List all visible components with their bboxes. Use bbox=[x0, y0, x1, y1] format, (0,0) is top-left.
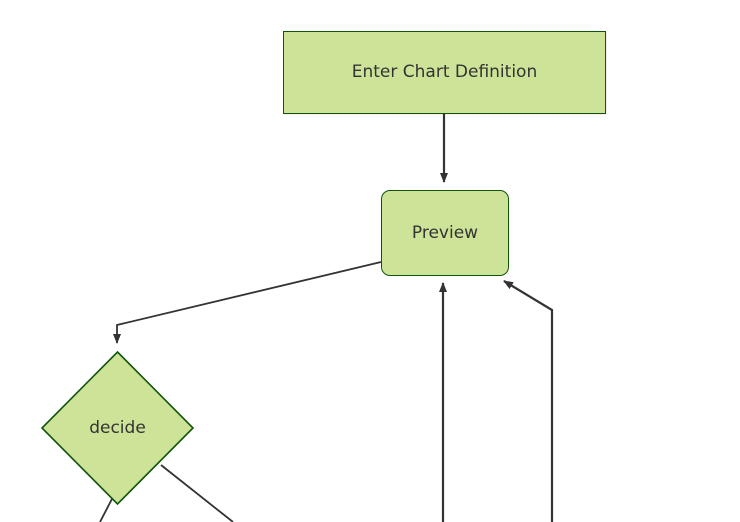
edge-decide-bottom-right bbox=[160, 464, 234, 522]
node-decide[interactable]: decide bbox=[41, 351, 194, 505]
node-preview[interactable]: Preview bbox=[381, 190, 509, 276]
diamond-shape bbox=[41, 351, 194, 505]
node-label-decide: decide bbox=[89, 417, 146, 438]
edge-bottom-right-to-preview bbox=[503, 280, 554, 522]
edge-decide-bottom-left bbox=[99, 496, 114, 522]
node-label-preview: Preview bbox=[411, 222, 479, 243]
node-label-enter-chart-definition: Enter Chart Definition bbox=[351, 62, 538, 83]
node-enter-chart-definition[interactable]: Enter Chart Definition bbox=[283, 31, 606, 114]
edge-preview-to-decide bbox=[113, 261, 382, 344]
